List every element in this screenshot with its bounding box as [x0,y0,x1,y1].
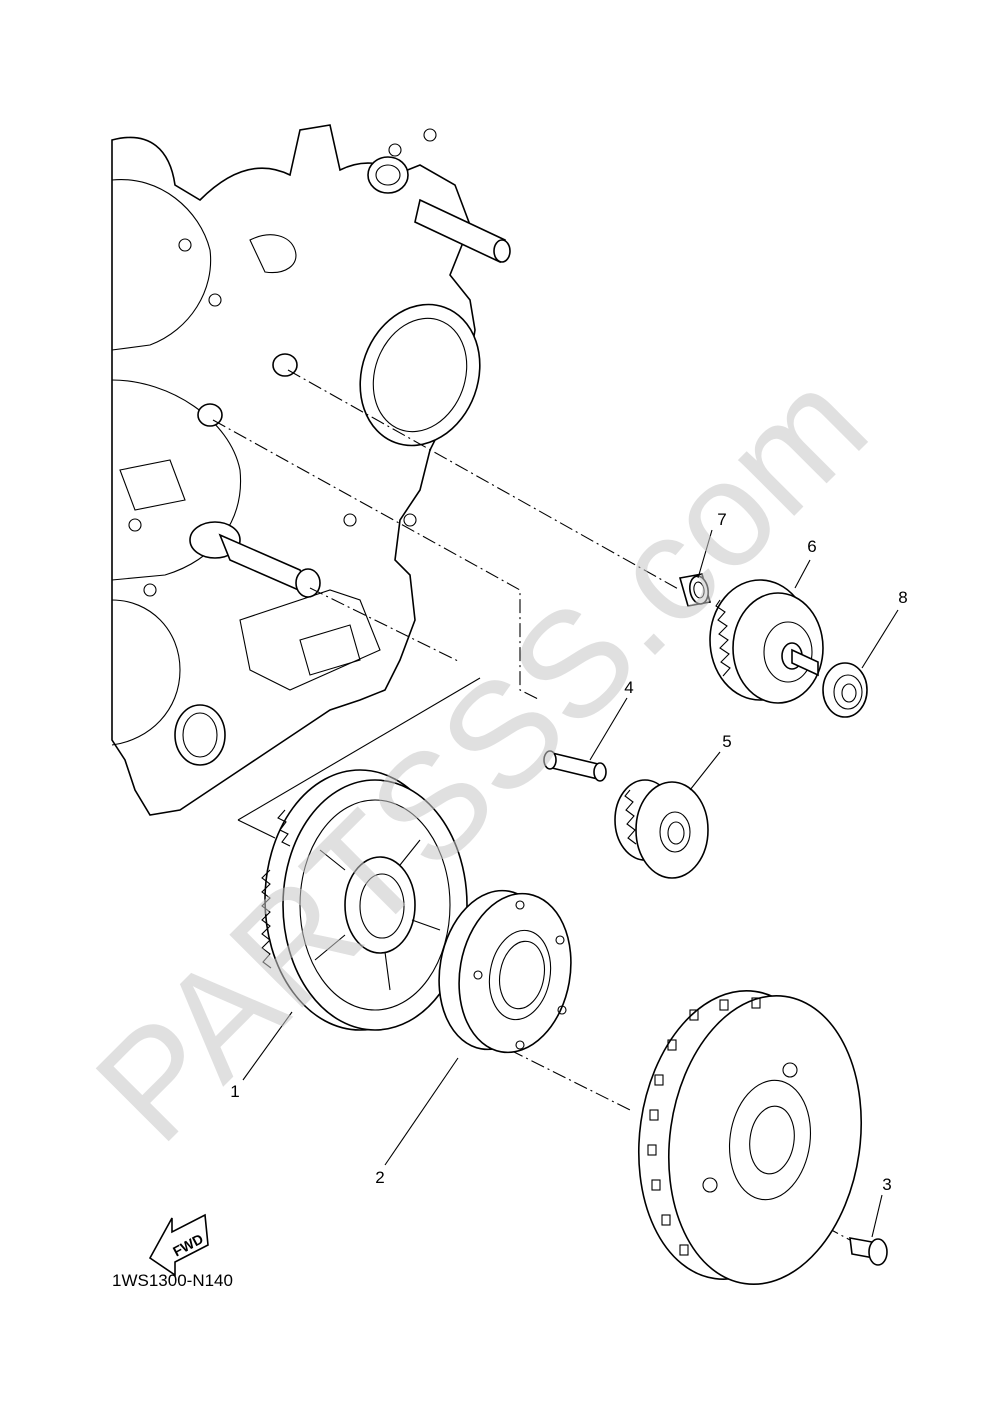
callout-6: 6 [807,537,816,556]
diagram-code: 1WS1300-N140 [112,1271,233,1290]
engine-crankcase [111,124,511,816]
part-7-bushing [678,573,712,607]
callout-8: 8 [898,588,907,607]
part-2-oneway-clutch [438,889,572,1054]
callout-leaders [242,529,899,1238]
part-5-gear [614,779,709,879]
callout-3: 3 [882,1175,891,1194]
part-8-bearing [822,662,868,718]
callout-1: 1 [230,1082,239,1101]
callout-7: 7 [717,510,726,529]
part-1-starter-gear [261,769,468,1031]
part-3-flywheel [637,990,863,1285]
part-3-bolt [849,1237,888,1266]
fwd-arrow-icon: FWD [148,1213,209,1277]
callout-2: 2 [375,1168,384,1187]
callout-4: 4 [624,678,633,697]
callout-5: 5 [722,732,731,751]
part-6-gear [709,579,824,704]
part-4-pin [543,750,607,782]
